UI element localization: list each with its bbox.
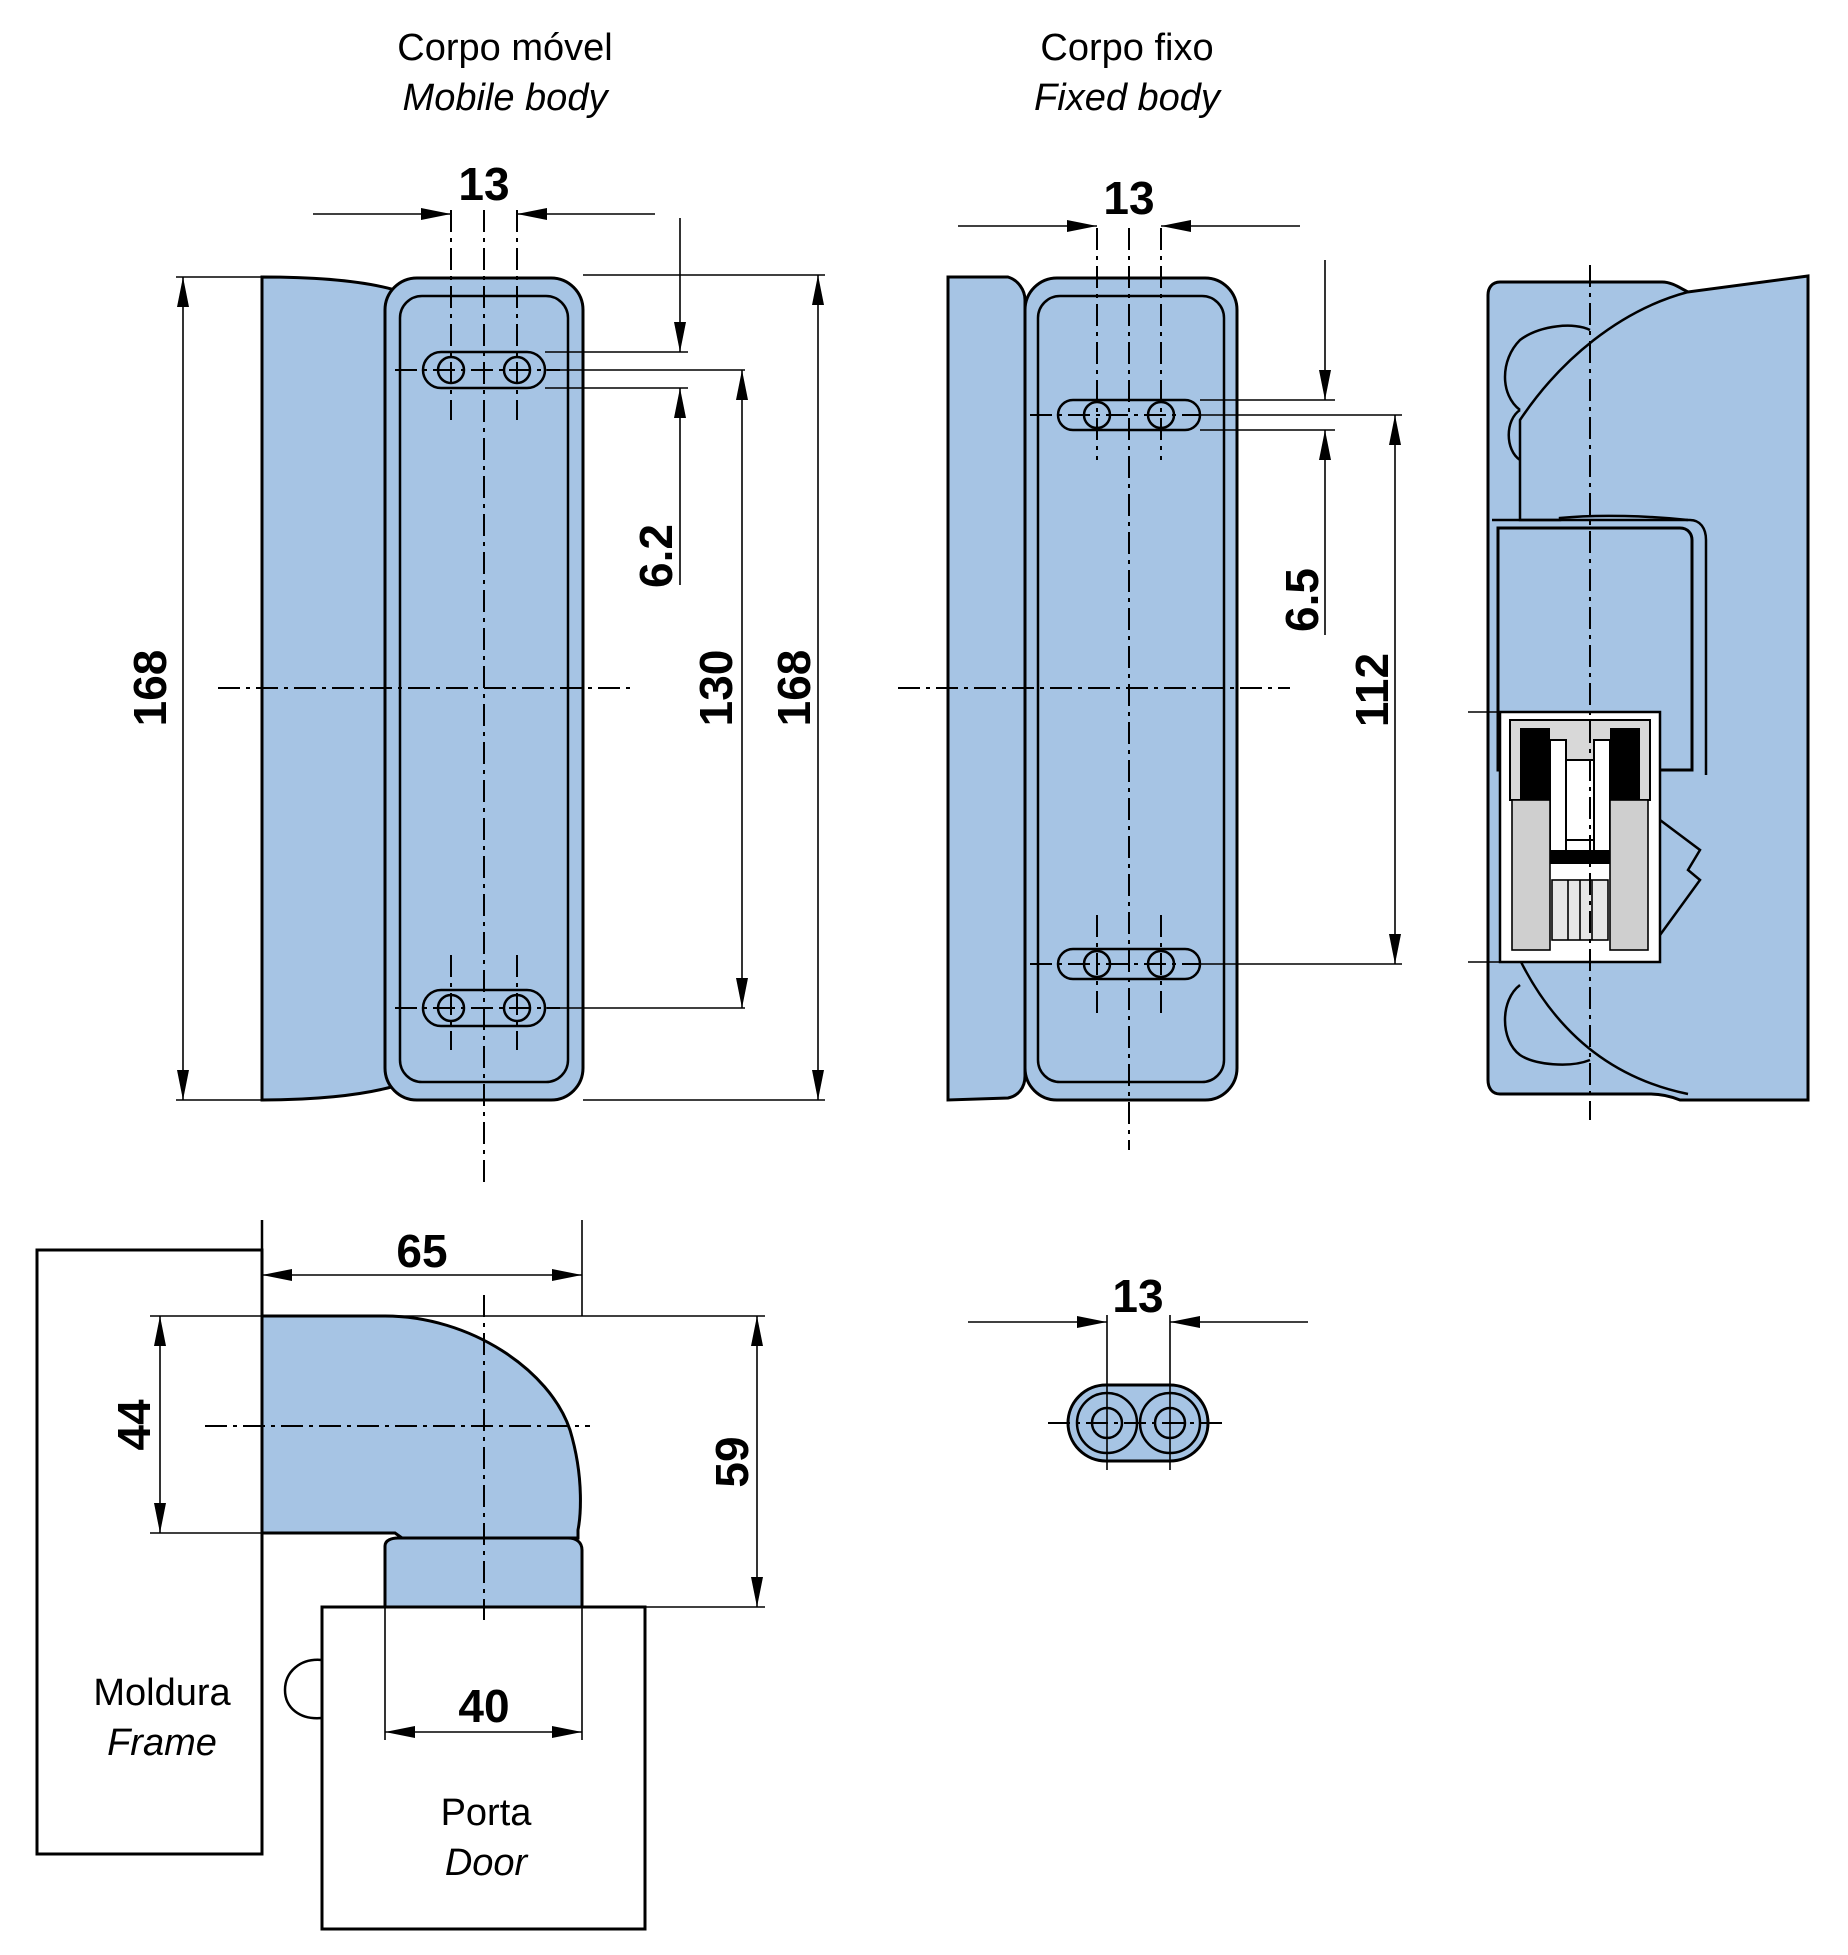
frame-box bbox=[35, 1248, 264, 1856]
mobile-hole-pitch-value: 130 bbox=[690, 650, 742, 727]
mobile-slot-width-value: 6.2 bbox=[630, 524, 682, 588]
top-width-value: 65 bbox=[396, 1225, 447, 1277]
fixed-body-view: 13 6.5 112 bbox=[898, 172, 1402, 1150]
leaf-width-value: 40 bbox=[458, 1680, 509, 1732]
slot-detail-spacing-value: 13 bbox=[1112, 1270, 1163, 1322]
door-label-en: Door bbox=[445, 1842, 529, 1884]
door-gasket bbox=[283, 1658, 323, 1720]
frame-label-en: Frame bbox=[107, 1722, 217, 1764]
mobile-hole-spacing-value: 13 bbox=[458, 158, 509, 210]
side-view-inner-block bbox=[1496, 526, 1694, 772]
mobile-body-label-en: Mobile body bbox=[403, 77, 610, 119]
fixed-body-label-en: Fixed body bbox=[1034, 77, 1222, 119]
frame-label-pt: Moldura bbox=[93, 1672, 231, 1714]
fixed-hole-spacing-value: 13 bbox=[1103, 172, 1154, 224]
door-box bbox=[320, 1605, 647, 1931]
section-cutaway bbox=[1498, 710, 1702, 964]
mobile-height-right-value: 168 bbox=[768, 650, 820, 727]
fixed-slot-width-value: 6.5 bbox=[1276, 568, 1328, 632]
hinge-top-body bbox=[260, 1314, 582, 1540]
mobile-body-title: Corpo móvel Mobile body bbox=[397, 27, 612, 119]
mobile-height-left-value: 168 bbox=[124, 650, 176, 727]
fixed-body-label-pt: Corpo fixo bbox=[1040, 27, 1213, 69]
top-view: Moldura Frame Porta Door 65 44 59 bbox=[35, 1220, 765, 1931]
fixed-hole-pitch-value: 112 bbox=[1346, 653, 1398, 727]
mobile-body-label-pt: Corpo móvel bbox=[397, 27, 612, 69]
fixed-body-title: Corpo fixo Fixed body bbox=[1034, 27, 1222, 119]
top-depth-value: 44 bbox=[108, 1399, 160, 1451]
door-label-pt: Porta bbox=[441, 1792, 533, 1834]
slot-detail: 13 bbox=[968, 1270, 1308, 1470]
side-section-view bbox=[1468, 265, 1810, 1120]
mobile-body-view: 13 168 168 130 6.2 bbox=[124, 158, 825, 1185]
top-total-depth-value: 59 bbox=[706, 1436, 758, 1487]
